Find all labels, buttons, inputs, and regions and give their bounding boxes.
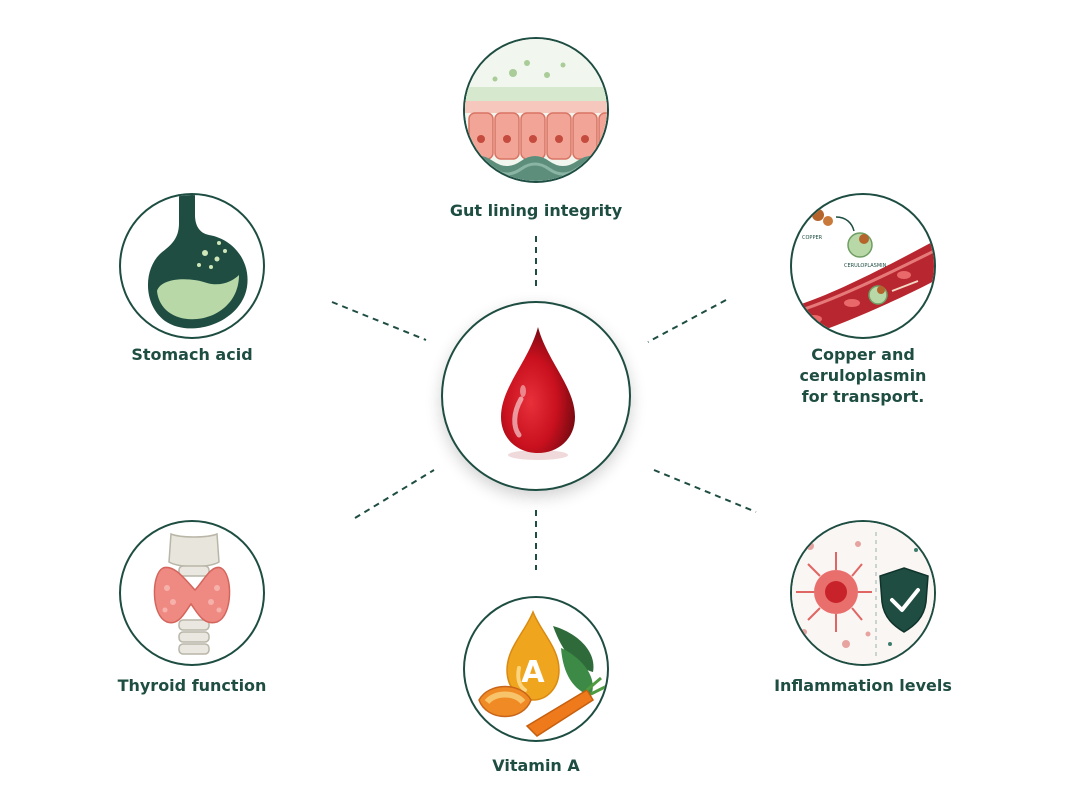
vitamin-a-label: Vitamin A [492, 756, 580, 775]
copper-label: Copper and ceruloplasmin for transport. [763, 344, 963, 407]
svg-text:CERULOPLASMIN: CERULOPLASMIN [844, 263, 887, 269]
vitamin-a-icon: A [478, 609, 607, 737]
connector-stomach [331, 301, 427, 341]
inflammation-node [790, 520, 936, 666]
blood-drop-icon [501, 327, 575, 460]
vitamin-a-glyph: A [521, 655, 545, 690]
thyroid-label: Thyroid function [117, 676, 267, 695]
inflammation-shield-icon [792, 522, 934, 664]
connector-copper [647, 299, 727, 343]
stomach-icon [147, 195, 248, 329]
inflammation-label: Inflammation levels [774, 676, 952, 695]
copper-transport-icon: COPPER CERULOPLASMIN [792, 209, 934, 337]
thyroid-node [119, 520, 265, 666]
gut-label: Gut lining integrity [449, 201, 623, 220]
stomach-label: Stomach acid [131, 345, 253, 364]
connector-inflammation [653, 469, 757, 513]
copper-label-line-2: ceruloplasmin [799, 366, 927, 385]
intestinal-lining-icon [465, 39, 607, 181]
gut-node [463, 37, 609, 183]
thyroid-icon [153, 532, 231, 655]
svg-text:COPPER: COPPER [802, 235, 823, 241]
copper-label-line-1: Copper and [811, 345, 915, 364]
stomach-node [119, 193, 265, 339]
connector-thyroid [354, 469, 435, 519]
center-node [441, 301, 631, 491]
vitamin-a-node: A [463, 596, 609, 742]
copper-label-line-3: for transport. [801, 387, 925, 406]
copper-node: COPPER CERULOPLASMIN [790, 193, 936, 339]
